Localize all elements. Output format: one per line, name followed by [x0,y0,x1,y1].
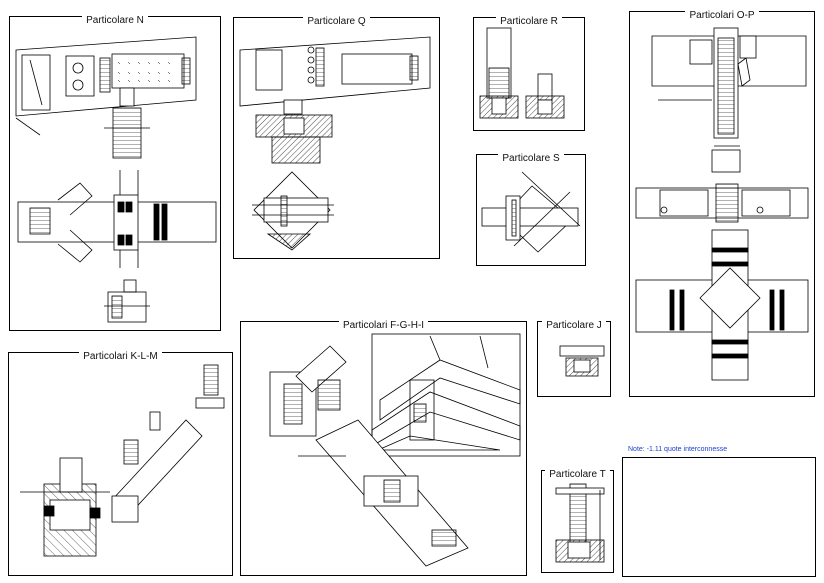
drawing-klm [20,364,225,557]
drawing-t [555,483,605,563]
drawing-q [239,36,431,251]
drawing-s [481,171,581,253]
note-text: Note: -1.11 quote interconnesse [628,446,728,453]
title-block-frame [622,457,816,577]
drawing-fghi [269,333,521,567]
drawing-op [635,27,809,381]
drawing-r [479,27,565,119]
drawing-n [15,36,217,323]
drawing-j [559,345,605,377]
